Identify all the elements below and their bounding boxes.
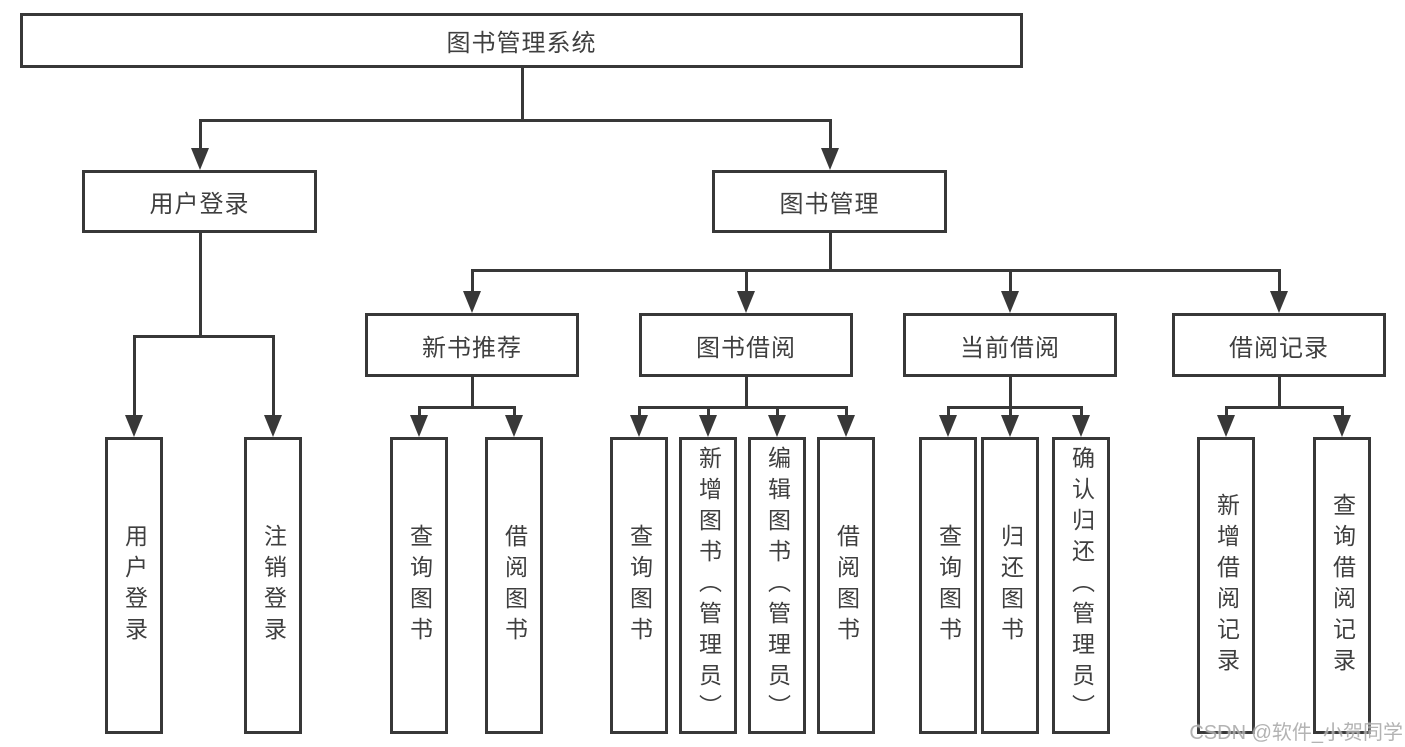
- leaf-label: 确认归还（管理员）: [1068, 446, 1095, 725]
- arrowhead-icon: [737, 291, 755, 313]
- arrowhead-icon: [264, 415, 282, 437]
- leaf-logout: 注销登录: [244, 437, 302, 734]
- connector-line: [1225, 406, 1228, 419]
- leaf-label: 注销登录: [260, 523, 287, 648]
- leaf-confirm-return-admin: 确认归还（管理员）: [1052, 437, 1110, 734]
- node-label: 图书管理系统: [446, 30, 597, 57]
- connector-line: [745, 269, 748, 294]
- connector-line: [638, 406, 641, 419]
- connector-line: [471, 269, 474, 294]
- leaf-query-book-borrowing: 查询图书: [610, 437, 668, 734]
- leaf-add-borrow-record: 新增借阅记录: [1197, 437, 1255, 734]
- leaf-label: 归还图书: [997, 523, 1024, 648]
- leaf-user-login: 用户登录: [105, 437, 163, 734]
- connector-line: [707, 406, 710, 419]
- connector-line: [845, 406, 848, 419]
- leaf-return-book: 归还图书: [981, 437, 1039, 734]
- connector-line: [133, 335, 136, 418]
- arrowhead-icon: [1072, 415, 1090, 437]
- connector-line: [471, 377, 474, 409]
- leaf-label: 新增借阅记录: [1213, 492, 1240, 679]
- node-root-library-system: 图书管理系统: [20, 13, 1023, 68]
- arrowhead-icon: [699, 415, 717, 437]
- connector-line: [947, 406, 950, 419]
- node-label: 用户登录: [149, 191, 250, 218]
- leaf-query-book-recommend: 查询图书: [390, 437, 448, 734]
- connector-line: [199, 233, 202, 338]
- leaf-label: 查询借阅记录: [1329, 492, 1356, 679]
- connector-line: [745, 377, 748, 409]
- leaf-add-book-admin: 新增图书（管理员）: [679, 437, 737, 734]
- connector-line: [1009, 377, 1012, 409]
- leaf-label: 用户登录: [121, 523, 148, 648]
- connector-line: [829, 119, 832, 151]
- arrowhead-icon: [125, 415, 143, 437]
- connector-line: [829, 233, 832, 272]
- arrowhead-icon: [410, 415, 428, 437]
- leaf-label: 新增图书（管理员）: [695, 446, 722, 725]
- node-borrow-records: 借阅记录: [1172, 313, 1386, 377]
- arrowhead-icon: [1270, 291, 1288, 313]
- arrowhead-icon: [191, 148, 209, 170]
- connector-line: [133, 335, 275, 338]
- leaf-label: 借阅图书: [501, 523, 528, 648]
- connector-line: [1009, 406, 1012, 419]
- node-label: 图书借阅: [696, 334, 796, 362]
- leaf-label: 查询图书: [626, 523, 653, 648]
- node-label: 当前借阅: [960, 334, 1060, 362]
- node-label: 借阅记录: [1229, 334, 1329, 362]
- node-label: 图书管理: [779, 191, 880, 218]
- connector-line: [471, 269, 1281, 272]
- arrowhead-icon: [1333, 415, 1351, 437]
- leaf-edit-book-admin: 编辑图书（管理员）: [748, 437, 806, 734]
- arrowhead-icon: [1001, 415, 1019, 437]
- connector-line: [1278, 377, 1281, 409]
- connector-line: [1009, 269, 1012, 294]
- connector-line: [1225, 406, 1344, 409]
- arrowhead-icon: [630, 415, 648, 437]
- node-book-borrowing: 图书借阅: [639, 313, 853, 377]
- connector-line: [1080, 406, 1083, 419]
- arrowhead-icon: [463, 291, 481, 313]
- arrowhead-icon: [768, 415, 786, 437]
- leaf-borrow-book: 借阅图书: [817, 437, 875, 734]
- connector-line: [513, 406, 516, 419]
- leaf-query-borrow-record: 查询借阅记录: [1313, 437, 1371, 734]
- leaf-query-book-current: 查询图书: [919, 437, 977, 734]
- arrowhead-icon: [821, 148, 839, 170]
- node-user-login-module: 用户登录: [82, 170, 317, 233]
- connector-line: [521, 67, 524, 121]
- leaf-label: 编辑图书（管理员）: [764, 446, 791, 725]
- connector-line: [418, 406, 516, 409]
- node-label: 新书推荐: [422, 334, 522, 362]
- arrowhead-icon: [1001, 291, 1019, 313]
- leaf-borrow-book-recommend: 借阅图书: [485, 437, 543, 734]
- connector-line: [1341, 406, 1344, 419]
- arrowhead-icon: [505, 415, 523, 437]
- node-current-borrowing: 当前借阅: [903, 313, 1117, 377]
- connector-line: [947, 406, 1083, 409]
- leaf-label: 查询图书: [406, 523, 433, 648]
- leaf-label: 借阅图书: [833, 523, 860, 648]
- connector-line: [272, 335, 275, 418]
- arrowhead-icon: [1217, 415, 1235, 437]
- arrowhead-icon: [837, 415, 855, 437]
- connector-line: [776, 406, 779, 419]
- connector-line: [1278, 269, 1281, 294]
- connector-line: [199, 119, 832, 122]
- connector-line: [199, 119, 202, 151]
- connector-line: [418, 406, 421, 419]
- csdn-watermark: CSDN @软件_小贺同学: [1189, 722, 1403, 744]
- leaf-label: 查询图书: [935, 523, 962, 648]
- node-new-book-recommend: 新书推荐: [365, 313, 579, 377]
- connector-line: [638, 406, 848, 409]
- arrowhead-icon: [939, 415, 957, 437]
- node-book-management-module: 图书管理: [712, 170, 947, 233]
